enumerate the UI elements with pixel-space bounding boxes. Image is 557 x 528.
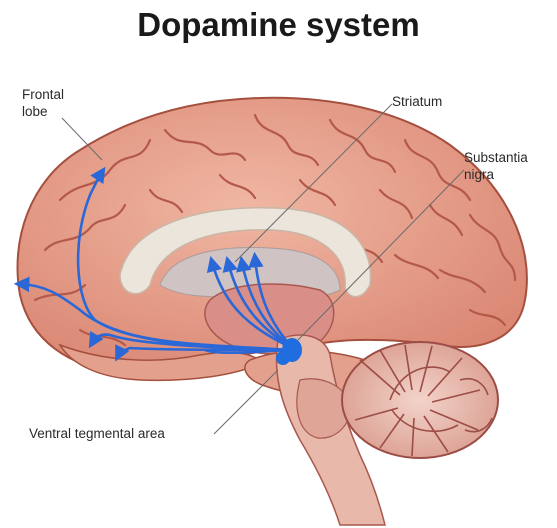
ventral-tegmental-nucleus: [276, 351, 290, 365]
label-substantia-nigra: Substantia nigra: [464, 149, 528, 183]
cerebellum: [342, 342, 498, 458]
label-ventral-tegmental-area: Ventral tegmental area: [29, 425, 165, 442]
label-frontal-line-1: Frontal: [22, 86, 64, 103]
label-frontal-lobe: Frontal lobe: [22, 86, 64, 120]
label-striatum: Striatum: [392, 93, 442, 110]
label-substantia-line-1: Substantia: [464, 149, 528, 166]
label-frontal-line-2: lobe: [22, 103, 64, 120]
label-substantia-line-2: nigra: [464, 166, 528, 183]
leader-vta: [214, 370, 278, 434]
